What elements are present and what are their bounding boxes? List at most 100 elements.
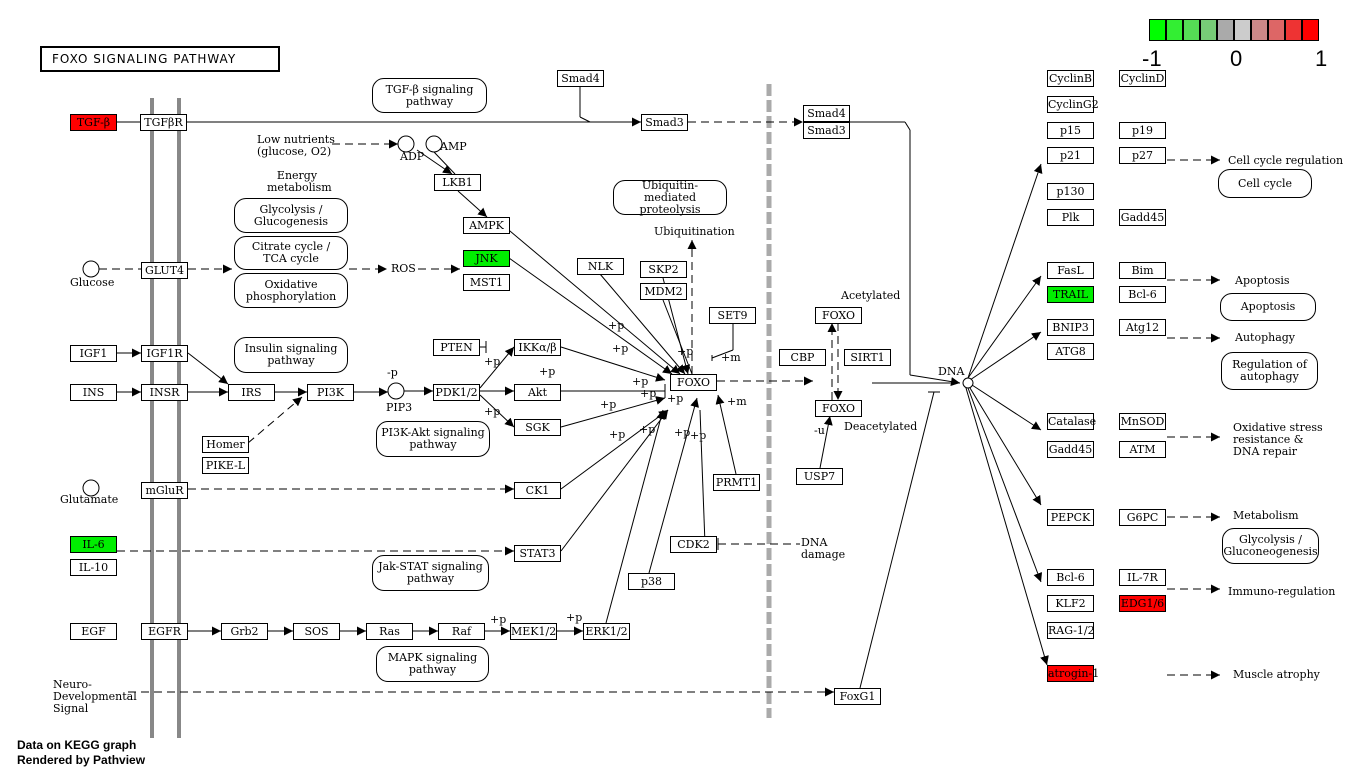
gene-il10[interactable]: IL-10 xyxy=(70,559,117,576)
gene-igf1[interactable]: IGF1 xyxy=(70,345,117,362)
gene-usp7[interactable]: USP7 xyxy=(796,468,843,485)
gene-p27[interactable]: p27 xyxy=(1119,147,1166,164)
gene-gadd45a[interactable]: Gadd45 xyxy=(1119,209,1166,226)
gene-atg12[interactable]: Atg12 xyxy=(1119,319,1166,336)
gene-egfr[interactable]: EGFR xyxy=(141,623,188,640)
gene-bcl6b[interactable]: Bcl-6 xyxy=(1047,569,1094,586)
gene-ins[interactable]: INS xyxy=(70,384,117,401)
edge xyxy=(715,394,737,475)
edge xyxy=(416,149,453,175)
gene-irs[interactable]: IRS xyxy=(228,384,275,401)
pathway-tca_pw[interactable]: Citrate cycle / TCA cycle xyxy=(234,236,348,270)
gene-atg8[interactable]: ATG8 xyxy=(1047,343,1094,360)
gene-pikel[interactable]: PIKE-L xyxy=(202,457,249,474)
gene-atm[interactable]: ATM xyxy=(1119,441,1166,458)
gene-tgfbr[interactable]: TGFβR xyxy=(140,114,187,131)
gene-g6pc[interactable]: G6PC xyxy=(1119,509,1166,526)
gene-p15[interactable]: p15 xyxy=(1047,122,1094,139)
gene-ck1[interactable]: CK1 xyxy=(514,482,561,499)
gene-smad3b[interactable]: Smad3 xyxy=(803,122,850,139)
gene-skp2[interactable]: SKP2 xyxy=(640,261,687,278)
pathway-oxphos_pw[interactable]: Oxidative phosphorylation xyxy=(234,273,348,308)
gene-nlk[interactable]: NLK xyxy=(577,258,624,275)
gene-akt[interactable]: Akt xyxy=(514,384,561,401)
gene-homer[interactable]: Homer xyxy=(202,436,249,453)
gene-pten[interactable]: PTEN xyxy=(433,339,480,356)
gene-grb2[interactable]: Grb2 xyxy=(221,623,268,640)
gene-p38[interactable]: p38 xyxy=(628,573,675,590)
pathway-pi3kakt_pw[interactable]: PI3K-Akt signaling pathway xyxy=(376,421,490,457)
gene-foxoac[interactable]: FOXO xyxy=(815,307,862,324)
gene-foxo[interactable]: FOXO xyxy=(670,374,717,391)
gene-fasl[interactable]: FasL xyxy=(1047,262,1094,279)
gene-bnip3[interactable]: BNIP3 xyxy=(1047,319,1094,336)
gene-pi3k[interactable]: PI3K xyxy=(307,384,354,401)
pathway-ubiq_pw[interactable]: Ubiquitin-mediated proteolysis xyxy=(613,179,727,215)
gene-ras[interactable]: Ras xyxy=(366,623,413,640)
legend-swatch xyxy=(1285,19,1302,41)
gene-sirt1[interactable]: SIRT1 xyxy=(844,349,891,366)
pathway-jakstat_pw[interactable]: Jak-STAT signaling pathway xyxy=(372,555,489,591)
gene-rag12[interactable]: RAG-1/2 xyxy=(1047,622,1095,639)
gene-glut4[interactable]: GLUT4 xyxy=(141,262,188,279)
gene-tgfb[interactable]: TGF-β xyxy=(70,114,117,131)
gene-gadd45b[interactable]: Gadd45 xyxy=(1047,441,1094,458)
pathway-apoptosis_pw[interactable]: Apoptosis xyxy=(1220,293,1316,321)
pathway-glyco_pw[interactable]: Glycolysis / Glucogenesis xyxy=(234,198,348,233)
label-autophagy: Autophagy xyxy=(1235,331,1296,344)
gene-mglur[interactable]: mGluR xyxy=(141,482,188,499)
gene-foxodc[interactable]: FOXO xyxy=(815,400,862,417)
gene-foxg1[interactable]: FoxG1 xyxy=(834,688,881,705)
gene-atrogin1[interactable]: atrogin-1 xyxy=(1047,665,1100,682)
gene-egf[interactable]: EGF xyxy=(70,623,117,640)
gene-cyclind[interactable]: CyclinD xyxy=(1119,70,1166,87)
gene-cdk2[interactable]: CDK2 xyxy=(670,536,717,553)
gene-p21[interactable]: p21 xyxy=(1047,147,1094,164)
gene-plk[interactable]: Plk xyxy=(1047,209,1094,226)
gene-bim[interactable]: Bim xyxy=(1119,262,1166,279)
gene-ampk[interactable]: AMPK xyxy=(463,217,510,234)
gene-cbp[interactable]: CBP xyxy=(779,349,826,366)
gene-prmt1[interactable]: PRMT1 xyxy=(713,474,760,491)
edge xyxy=(819,415,833,469)
gene-mnsod[interactable]: MnSOD xyxy=(1119,413,1166,430)
gene-trail[interactable]: TRAIL xyxy=(1047,286,1094,303)
gene-smad4b[interactable]: Smad4 xyxy=(803,105,850,122)
label-p_o: +p xyxy=(639,423,656,436)
pathway-mapk_pw[interactable]: MAPK signaling pathway xyxy=(376,646,489,682)
gene-raf[interactable]: Raf xyxy=(438,623,485,640)
gene-jnk[interactable]: JNK xyxy=(463,250,510,267)
gene-smad3a[interactable]: Smad3 xyxy=(641,114,688,131)
gene-mst1[interactable]: MST1 xyxy=(463,274,510,291)
gene-erk12[interactable]: ERK1/2 xyxy=(583,623,630,640)
gene-igf1r[interactable]: IGF1R xyxy=(141,345,188,362)
label-deacetylated: Deacetylated xyxy=(844,420,918,433)
gene-il6[interactable]: IL-6 xyxy=(70,536,117,553)
gene-ikk[interactable]: IKKα/β xyxy=(514,339,561,356)
gene-catalase[interactable]: Catalase xyxy=(1047,413,1097,430)
pathway-autophagy_pw[interactable]: Regulation of autophagy xyxy=(1221,352,1318,390)
gene-stat3[interactable]: STAT3 xyxy=(514,545,561,562)
gene-cyclingg2[interactable]: CyclinG2 xyxy=(1047,96,1099,113)
gene-set9[interactable]: SET9 xyxy=(709,307,756,324)
gene-sos[interactable]: SOS xyxy=(293,623,340,640)
gene-p130[interactable]: p130 xyxy=(1047,183,1094,200)
gene-smad4a[interactable]: Smad4 xyxy=(557,70,604,87)
gene-cyclinb[interactable]: CyclinB xyxy=(1047,70,1094,87)
pathway-glyco2_pw[interactable]: Glycolysis / Gluconeogenesis xyxy=(1222,528,1319,564)
gene-edg16[interactable]: EDG1/6 xyxy=(1119,595,1166,612)
gene-p19[interactable]: p19 xyxy=(1119,122,1166,139)
gene-lkb1[interactable]: LKB1 xyxy=(434,174,481,191)
pathway-insulin_pw[interactable]: Insulin signaling pathway xyxy=(234,337,348,373)
gene-mdm2[interactable]: MDM2 xyxy=(640,283,687,300)
pathway-cellcycle_pw[interactable]: Cell cycle xyxy=(1218,169,1312,198)
gene-pepck[interactable]: PEPCK xyxy=(1047,509,1094,526)
pathway-tgfb_pw[interactable]: TGF-β signaling pathway xyxy=(372,78,487,113)
gene-il7r[interactable]: IL-7R xyxy=(1119,569,1166,586)
gene-sgk[interactable]: SGK xyxy=(514,419,561,436)
gene-pdk12[interactable]: PDK1/2 xyxy=(433,384,480,401)
gene-klf2[interactable]: KLF2 xyxy=(1047,595,1094,612)
gene-mek12[interactable]: MEK1/2 xyxy=(510,623,557,640)
gene-insr[interactable]: INSR xyxy=(141,384,188,401)
gene-bcl6a[interactable]: Bcl-6 xyxy=(1119,286,1166,303)
